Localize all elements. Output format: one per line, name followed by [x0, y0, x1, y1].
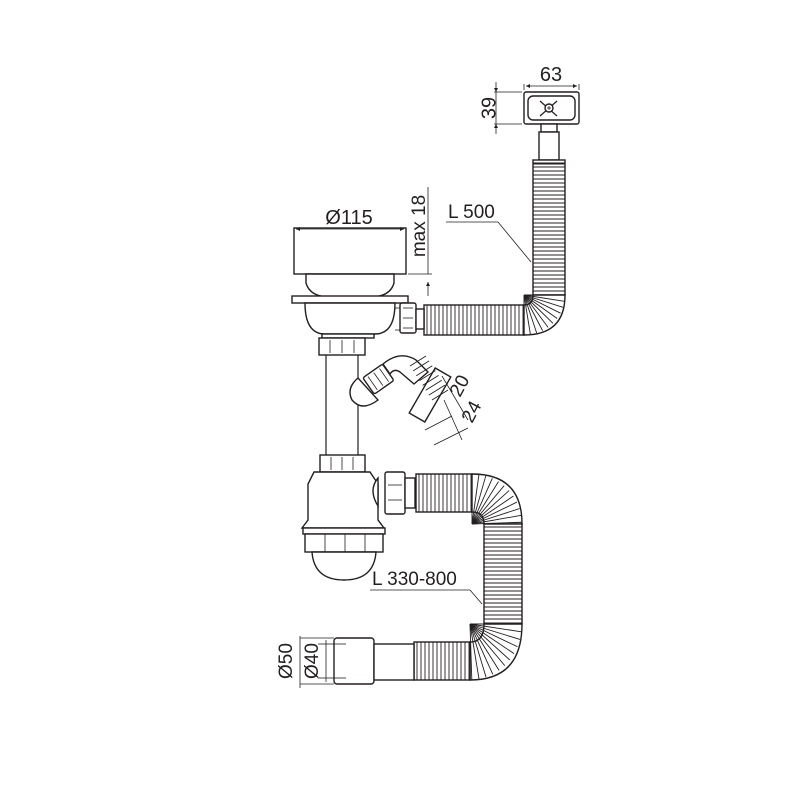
bottle-trap [300, 471, 386, 581]
outlet-adapter [333, 637, 415, 685]
label-overflow-hose-length: L 500 [448, 202, 495, 223]
label-outlet-hose-length: L 330-800 [372, 569, 457, 590]
dimension-outlet-diameter: Ø50 Ø40 [276, 636, 334, 688]
dimension-strainer-diameter: Ø115 [296, 207, 404, 231]
label-strainer-thickness: max 18 [409, 195, 430, 257]
dimension-overflow-hose-length: L 500 [446, 202, 532, 263]
overflow-connector-nut [395, 302, 425, 334]
label-outlet-inner-diameter: Ø40 [302, 643, 323, 679]
trap-outlet-nut [372, 471, 416, 515]
label-strainer-diameter: Ø115 [325, 207, 372, 229]
label-outlet-outer-diameter: Ø50 [276, 643, 297, 679]
dimension-strainer-thickness: max 18 [408, 187, 432, 296]
overflow-cover [523, 91, 580, 161]
strainer-assembly [291, 227, 409, 356]
label-side-inlet-outer: 24 [458, 397, 487, 426]
label-overflow-height: 39 [478, 97, 500, 119]
dimension-overflow-width: 63 [523, 64, 580, 90]
dimension-overflow-height: 39 [478, 82, 522, 134]
dimension-outlet-hose-length: L 330-800 [370, 569, 483, 605]
corrugation-ribs [409, 162, 565, 680]
vertical-tailpipe [319, 355, 366, 473]
label-overflow-width: 63 [540, 64, 562, 86]
